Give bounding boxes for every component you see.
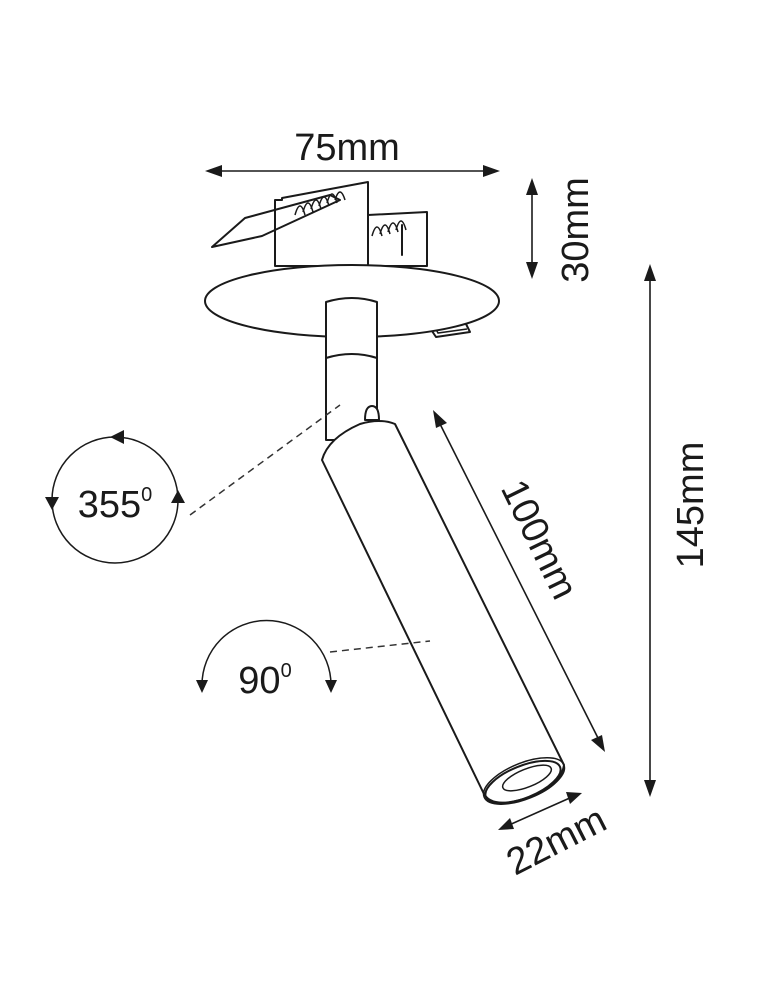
svg-text:3550: 3550 [78, 484, 153, 526]
svg-text:900: 900 [238, 660, 291, 702]
horizontal-rotation-indicator: 3550 [45, 404, 341, 564]
total-height-dimension: 145mm [644, 264, 712, 797]
width-label: 75mm [294, 127, 400, 169]
swivel-stem [325, 297, 380, 441]
rotation-arrow-icon [45, 497, 59, 510]
lamp-tube [321, 420, 566, 805]
tilt-value: 90 [238, 660, 280, 702]
total-height-label: 145mm [670, 442, 712, 569]
tube-diameter-label: 22mm [500, 799, 613, 884]
horizontal-rotation-degree: 0 [141, 484, 152, 506]
rotation-arrow-icon [110, 430, 124, 444]
mounting-bracket [211, 181, 471, 338]
tilt-arrow-icon [196, 680, 208, 693]
tilt-arrow-icon [325, 680, 337, 693]
recess-depth-dimension: 30mm [526, 177, 597, 283]
horizontal-rotation-value: 355 [78, 484, 141, 526]
tube-length-label: 100mm [492, 474, 585, 606]
tilt-indicator: 900 [196, 619, 431, 702]
tilt-degree: 0 [281, 660, 292, 682]
recess-depth-label: 30mm [555, 177, 597, 283]
rotation-arrow-icon [171, 490, 185, 503]
width-dimension: 75mm [205, 127, 500, 177]
tube-diameter-dimension: 22mm [498, 792, 613, 884]
